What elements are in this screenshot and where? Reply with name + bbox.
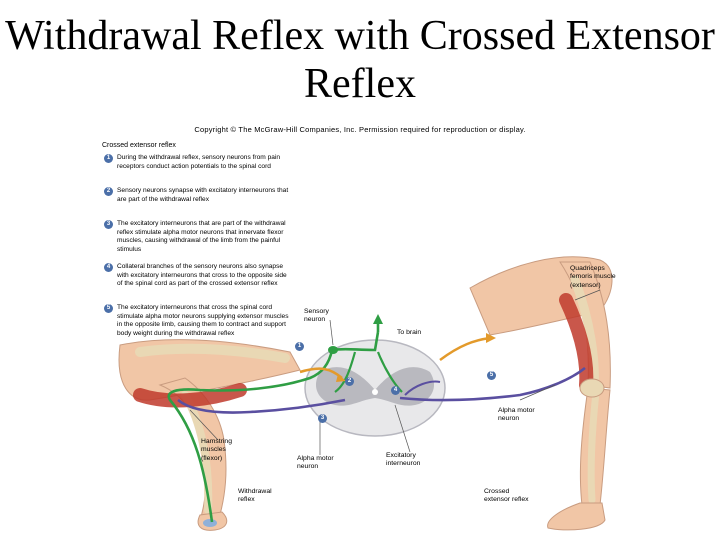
marker-4: 4 bbox=[391, 386, 401, 396]
step-number: 3 bbox=[104, 220, 113, 229]
step-number: 5 bbox=[104, 304, 113, 313]
marker-5: 5 bbox=[487, 371, 497, 381]
label-to-brain: To brain bbox=[397, 329, 422, 336]
step-text: Sensory neurons synapse with excitatory … bbox=[117, 187, 289, 203]
label-excitatory-interneuron: Excitatory interneuron bbox=[386, 452, 421, 468]
marker-number: 2 bbox=[345, 377, 354, 386]
marker-number: 1 bbox=[295, 342, 304, 351]
step-text: Collateral branches of the sensory neuro… bbox=[117, 263, 287, 288]
label-alpha-motor-right: Alpha motor neuron bbox=[498, 407, 535, 423]
marker-number: 5 bbox=[487, 371, 496, 380]
copyright-notice: Copyright © The McGraw-Hill Companies, I… bbox=[194, 125, 526, 134]
label-sensory-neuron: Sensory neuron bbox=[304, 308, 329, 324]
movement-arrows bbox=[299, 333, 496, 382]
sensory-neuron-path bbox=[167, 314, 403, 523]
marker-3: 3 bbox=[318, 414, 328, 424]
step-number: 1 bbox=[104, 154, 113, 163]
label-hamstring: Hamstring muscles (flexor) bbox=[201, 438, 232, 462]
section-label: Crossed extensor reflex bbox=[102, 142, 176, 149]
marker-1: 1 bbox=[295, 342, 305, 352]
supporting-leg-figure bbox=[469, 256, 613, 531]
step-number: 4 bbox=[104, 263, 113, 272]
step-text: The excitatory interneurons that are par… bbox=[117, 220, 286, 253]
page-title: Withdrawal Reflex with Crossed Extensor … bbox=[5, 13, 715, 107]
step-text: The excitatory interneurons that cross t… bbox=[117, 304, 289, 337]
leader-lines bbox=[189, 289, 601, 455]
marker-2: 2 bbox=[345, 377, 355, 387]
label-crossed-extensor-reflex: Crossed extensor reflex bbox=[484, 488, 529, 504]
withdrawal-leg-figure bbox=[118, 339, 301, 531]
step-number: 2 bbox=[104, 187, 113, 196]
marker-number: 4 bbox=[391, 386, 400, 395]
label-withdrawal-reflex: Withdrawal reflex bbox=[238, 488, 272, 504]
label-alpha-motor-left: Alpha motor neuron bbox=[297, 455, 334, 471]
label-quadriceps: Quadriceps femoris muscle (extensor) bbox=[570, 265, 616, 289]
step-text: During the withdrawal reflex, sensory ne… bbox=[117, 154, 281, 170]
motor-neuron-paths bbox=[177, 366, 586, 414]
marker-number: 3 bbox=[318, 414, 327, 423]
